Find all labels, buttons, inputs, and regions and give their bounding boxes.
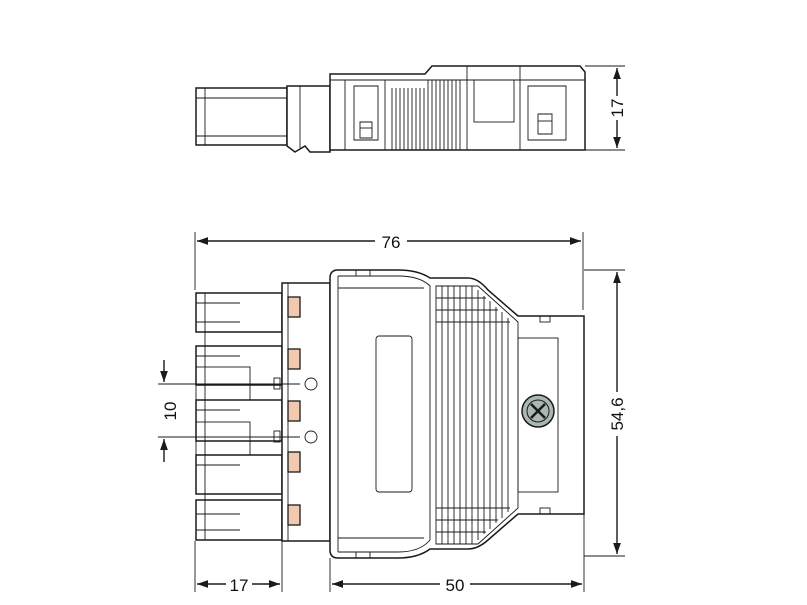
- dimension-overall-width: 54,6: [584, 269, 628, 557]
- dimension-label-overall-length: 76: [382, 233, 401, 252]
- dimension-plug-length: 17: [194, 541, 283, 595]
- side-latch-right: [527, 85, 567, 141]
- contact-pad-icon: [287, 400, 301, 422]
- dimension-label-body-length: 50: [446, 576, 465, 595]
- top-view: [195, 269, 585, 559]
- side-latch-left: [353, 85, 379, 141]
- contact-pad-icon: [287, 451, 301, 473]
- contact-pad-icon: [287, 296, 301, 318]
- dimension-overall-length: 76: [194, 230, 584, 310]
- dimension-label-pin-pitch: 10: [161, 402, 180, 421]
- dimension-label-side-height: 17: [608, 99, 627, 118]
- plug-pins: [195, 292, 283, 541]
- dimension-pin-pitch: 10: [158, 360, 300, 462]
- ribbed-section: [435, 285, 519, 545]
- dimension-body-length: 50: [329, 514, 585, 595]
- dimension-label-overall-width: 54,6: [608, 397, 627, 430]
- contact-pad-icon: [287, 504, 301, 526]
- side-ribs: [391, 80, 461, 150]
- side-view: [195, 65, 586, 153]
- dimension-label-plug-length: 17: [230, 576, 249, 595]
- contact-pad-icon: [287, 348, 301, 370]
- dimension-side-height: 17: [585, 65, 627, 151]
- screw-cross-icon: [521, 394, 555, 428]
- contact-pads: [287, 296, 301, 526]
